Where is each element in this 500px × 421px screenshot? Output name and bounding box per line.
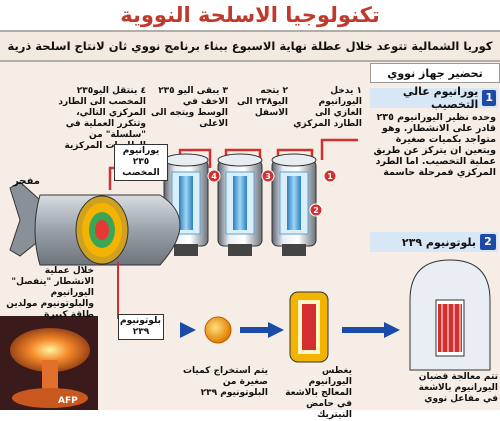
subtitle-bar: كوريا الشمالية تتوعد خلال عطلة نهاية الا… xyxy=(0,30,500,62)
centrifuge-step-2: ٢ يتجه اليو٢٣٨ الى الاسفل xyxy=(237,86,288,118)
svg-text:3: 3 xyxy=(265,172,271,181)
title-text: تكنولوجيا الاسلحة النووية xyxy=(120,3,380,27)
section-header-text: تحضير جهاز نووي xyxy=(387,66,483,80)
process-step-extract: يتم استخراج كميات صغيرة من البلوتونيوم ٢… xyxy=(182,366,268,398)
step1-heading: يورانيوم عالي التخصيب xyxy=(402,85,479,111)
process-arrows xyxy=(180,322,400,338)
step1-number-badge: 1 xyxy=(482,90,496,106)
svg-text:1: 1 xyxy=(327,172,333,181)
centrifuge-step-1: ١ يدخل اليورانيوم الغازي الى الطارد المر… xyxy=(293,86,362,129)
centrifuge-step-4: ٤ ينتقل اليو٢٣٥ المخصب الى الطارد المركز… xyxy=(58,86,146,151)
plutonium-connector xyxy=(117,262,160,319)
subtitle-text: كوريا الشمالية تتوعد خلال عطلة نهاية الا… xyxy=(7,39,493,53)
svg-text:2: 2 xyxy=(313,206,319,215)
source-credit: AFP xyxy=(58,396,78,406)
page-title: تكنولوجيا الاسلحة النووية xyxy=(0,0,500,30)
process-step-reactor: تتم معالجة قضبان اليورانيوم بالاشعة في م… xyxy=(418,372,498,404)
plutonium-sphere xyxy=(204,316,232,344)
acid-tank xyxy=(289,291,329,363)
step1-header: يورانيوم عالي التخصيب 1 xyxy=(370,85,498,111)
step2-header: بلوتونيوم ٢٣٩ 2 xyxy=(370,232,498,252)
step2-heading: بلوتونيوم ٢٣٩ xyxy=(401,235,476,249)
step2-number-badge: 2 xyxy=(480,234,496,250)
explosion-image xyxy=(0,316,98,410)
plutonium-label: بلوتونيوم ٢٣٩ xyxy=(118,314,164,340)
step-markers: 1 2 3 4 xyxy=(207,169,337,217)
centrifuge-1 xyxy=(271,153,317,256)
enriched-uranium-label: يورانيوم ٢٣٥ المخصب xyxy=(114,144,168,181)
centrifuge-step-3: ٣ يبقى اليو ٢٣٥ الاخف في الوسط ويتجه الى… xyxy=(150,86,228,129)
fission-text: خلال عملية الانشطار "ينفصل" اليورانيوم و… xyxy=(6,266,94,320)
centrifuge-2 xyxy=(217,153,263,256)
svg-text:4: 4 xyxy=(211,172,217,181)
reactor xyxy=(409,259,491,371)
process-step-acid: يغطس اليورانيوم المعالج بالاشعة في حامض … xyxy=(285,366,352,420)
step1-body: وحده نظير اليورانيوم ٢٣٥ قادر على الانشط… xyxy=(373,112,496,178)
section-header: تحضير جهاز نووي xyxy=(370,63,500,83)
bomb xyxy=(9,181,181,266)
detonator-label: مفجر xyxy=(13,176,40,187)
diagram-artwork: 1 2 3 4 xyxy=(0,138,491,410)
